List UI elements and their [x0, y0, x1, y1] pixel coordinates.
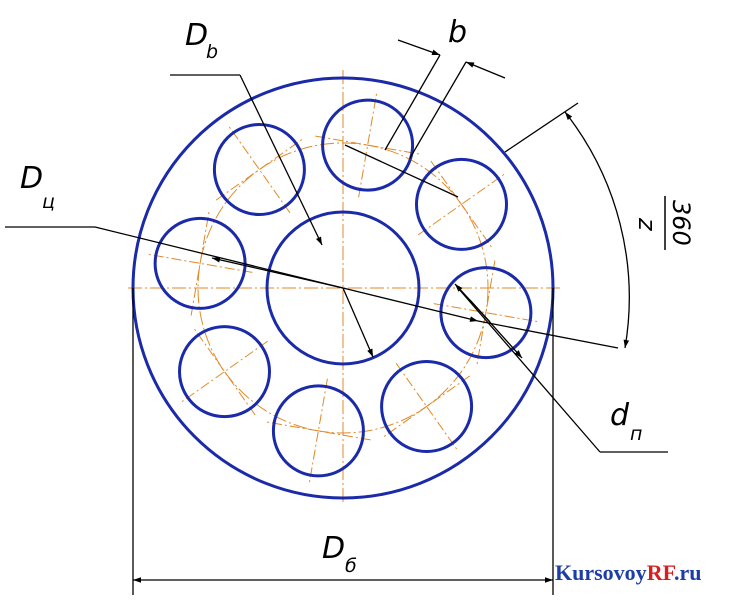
- hole-radial-axis-8: [228, 125, 291, 214]
- hole-4: [380, 360, 474, 453]
- db-diameter-line: [342, 287, 374, 358]
- label-db-sub: b: [206, 41, 218, 63]
- dimension-labels: D b b D ц 360 z d п D б: [20, 15, 695, 577]
- db-leader-diagonal: [239, 74, 323, 246]
- dp-leader-diagonal: [457, 287, 601, 453]
- label-angle: 360 z: [633, 196, 695, 250]
- label-dc-sub: ц: [42, 191, 55, 213]
- hole-tangent-axis-6: [193, 328, 256, 416]
- hole-1: [321, 98, 415, 192]
- watermark[interactable]: KursovoyRF.ru: [555, 560, 702, 586]
- central-bore: [265, 210, 421, 366]
- pitch-circle: [197, 142, 489, 434]
- dc-arrow-right: [342, 287, 479, 322]
- hole-6: [178, 325, 271, 419]
- angle-arc: [564, 111, 630, 349]
- label-b: b: [448, 15, 467, 50]
- b-extension-3: [409, 61, 467, 159]
- dc-arrow-left: [211, 257, 344, 289]
- hole-5: [271, 384, 365, 478]
- center-lines: [128, 70, 560, 505]
- label-db-main: D: [185, 18, 208, 53]
- label-dbb-sub: б: [345, 555, 357, 577]
- hole-2: [415, 157, 508, 251]
- watermark-part1: Kursovoy: [555, 560, 647, 585]
- b-extension-2: [384, 54, 441, 151]
- b-extension-1: [344, 144, 459, 198]
- dimensions: [5, 39, 668, 595]
- dp-arrow-2: [469, 299, 523, 359]
- hole-radial-axis-6: [180, 340, 269, 403]
- b-dim-arrow-right: [465, 61, 506, 79]
- watermark-part3: .ru: [674, 560, 702, 585]
- label-dp-main: d: [610, 398, 630, 433]
- label-angle-num: 360: [667, 200, 695, 246]
- label-dbb-main: D: [322, 531, 345, 566]
- hole-8: [212, 123, 306, 216]
- label-dp-sub: п: [630, 423, 642, 445]
- watermark-part2: RF: [646, 560, 674, 585]
- b-dim-arrow-left: [397, 39, 441, 56]
- hole-tangent-axis-8: [215, 138, 303, 201]
- label-angle-den: z: [633, 217, 661, 232]
- angle-extension-top: [504, 102, 579, 153]
- label-dc-main: D: [20, 161, 43, 196]
